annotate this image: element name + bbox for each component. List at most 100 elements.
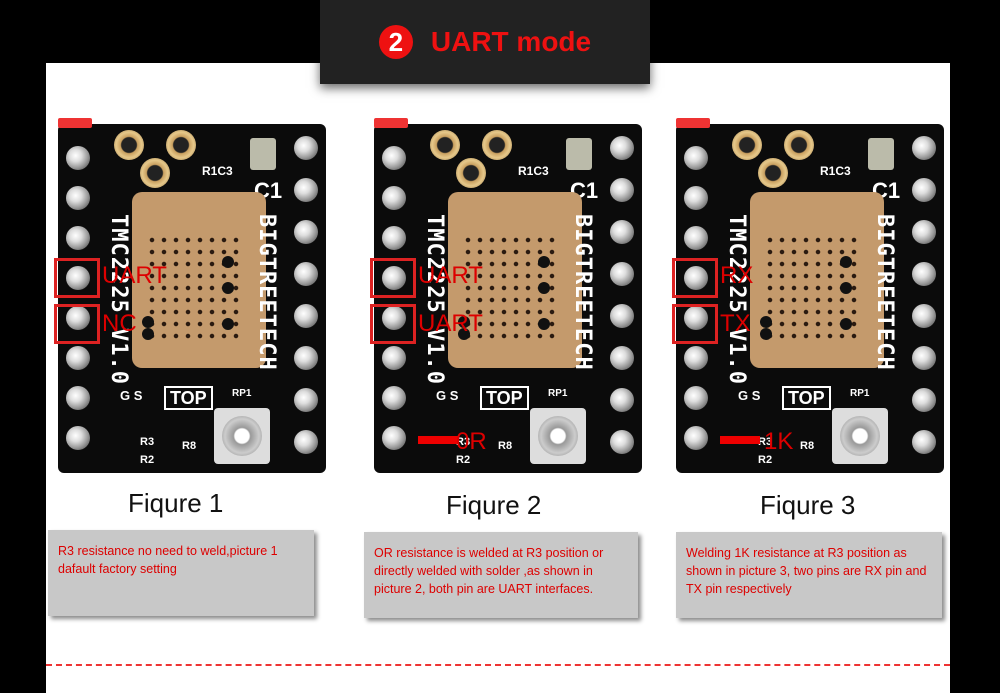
pin-left — [684, 266, 708, 290]
pin-left — [382, 186, 406, 210]
pad-dot — [840, 256, 852, 268]
highlight-box — [370, 258, 416, 298]
r3-marker-label: 0R — [456, 428, 487, 455]
potentiometer — [214, 408, 270, 464]
brand-label: BIGTREETECH — [254, 214, 279, 371]
silk-gs: G S — [436, 388, 459, 403]
pad-dot — [458, 316, 470, 328]
pad-dot — [760, 316, 772, 328]
pin-left — [684, 386, 708, 410]
pin-left — [382, 146, 406, 170]
silk-rp1: RP1 — [850, 388, 870, 399]
pin-annotation: UART — [418, 262, 483, 289]
pin-right — [294, 304, 318, 328]
r3-marker-label: 1K — [764, 428, 794, 455]
figure-note-2: OR resistance is welded at R3 position o… — [364, 532, 638, 618]
highlight-box — [370, 304, 416, 344]
pad-dot — [538, 282, 550, 294]
pin-right — [912, 346, 936, 370]
pin-right — [912, 136, 936, 160]
pad-dot — [840, 318, 852, 330]
pin-left — [66, 346, 90, 370]
via — [456, 158, 486, 188]
silk-r8: R8 — [800, 440, 815, 452]
silk-rp1: RP1 — [232, 388, 252, 399]
pin-right — [610, 136, 634, 160]
highlight-box — [672, 304, 718, 344]
chip-label: TMC2225 V1.0 — [422, 214, 447, 385]
capacitor — [566, 138, 592, 170]
pin-right — [294, 430, 318, 454]
silk-r8: R8 — [498, 440, 513, 452]
pin-left — [684, 346, 708, 370]
potentiometer-knob — [222, 416, 262, 456]
highlight-box — [672, 258, 718, 298]
pin-right — [610, 430, 634, 454]
pin-right — [294, 262, 318, 286]
pin-right — [294, 220, 318, 244]
via — [732, 130, 762, 160]
pin-right — [912, 262, 936, 286]
silk-top: TOP — [782, 386, 831, 410]
pin-left — [66, 426, 90, 450]
silk-r1c3: R1C3 — [202, 164, 233, 178]
silk-r3: R3 — [456, 436, 471, 448]
silk-r1c3: R1C3 — [518, 164, 549, 178]
potentiometer-knob — [538, 416, 578, 456]
r3-marker-bar — [418, 436, 458, 444]
silk-r8: R8 — [182, 440, 197, 452]
figure-caption-2: Fiqure 2 — [446, 490, 542, 520]
section-title: UART mode — [430, 26, 592, 57]
capacitor — [868, 138, 894, 170]
pin-right — [294, 136, 318, 160]
via — [140, 158, 170, 188]
pin-right — [294, 388, 318, 412]
pin-right — [610, 178, 634, 202]
silk-top: TOP — [164, 386, 213, 410]
step-number-badge: 2 — [378, 25, 413, 59]
silk-r2: R2 — [758, 454, 773, 466]
silk-r2: R2 — [140, 454, 155, 466]
via — [114, 130, 144, 160]
pad-dot — [222, 256, 234, 268]
pad-dot — [458, 328, 470, 340]
chip-label: TMC2225 V1.0 — [106, 214, 131, 385]
highlight-box — [54, 258, 100, 298]
pin-left — [382, 266, 406, 290]
brand-label: BIGTREETECH — [570, 214, 595, 371]
pin-annotation: NC — [102, 310, 137, 337]
chip-label: TMC2225 V1.0 — [724, 214, 749, 385]
pad-dot — [760, 328, 772, 340]
via — [430, 130, 460, 160]
pin-left — [684, 146, 708, 170]
pin-right — [610, 220, 634, 244]
pin-annotation: TX — [720, 310, 751, 337]
pin-right — [912, 304, 936, 328]
pin-left — [66, 226, 90, 250]
figure-caption-3: Fiqure 3 — [760, 490, 856, 520]
pin-right — [294, 178, 318, 202]
r3-marker-bar — [720, 436, 760, 444]
pad-dot — [538, 318, 550, 330]
pin-left — [66, 266, 90, 290]
highlight-box — [54, 304, 100, 344]
red-connector — [374, 118, 408, 128]
pin-right — [912, 388, 936, 412]
red-connector — [58, 118, 92, 128]
silk-gs: G S — [120, 388, 143, 403]
silk-gs: G S — [738, 388, 761, 403]
pad-dot — [840, 282, 852, 294]
pin-right — [912, 430, 936, 454]
via — [784, 130, 814, 160]
pin-right — [610, 304, 634, 328]
pin-left — [66, 186, 90, 210]
via — [482, 130, 512, 160]
pad-dot — [142, 328, 154, 340]
silk-r2: R2 — [456, 454, 471, 466]
pin-left — [382, 426, 406, 450]
brand-label: BIGTREETECH — [872, 214, 897, 371]
pad-dot — [222, 282, 234, 294]
section-banner: 2 UART mode — [320, 0, 650, 84]
